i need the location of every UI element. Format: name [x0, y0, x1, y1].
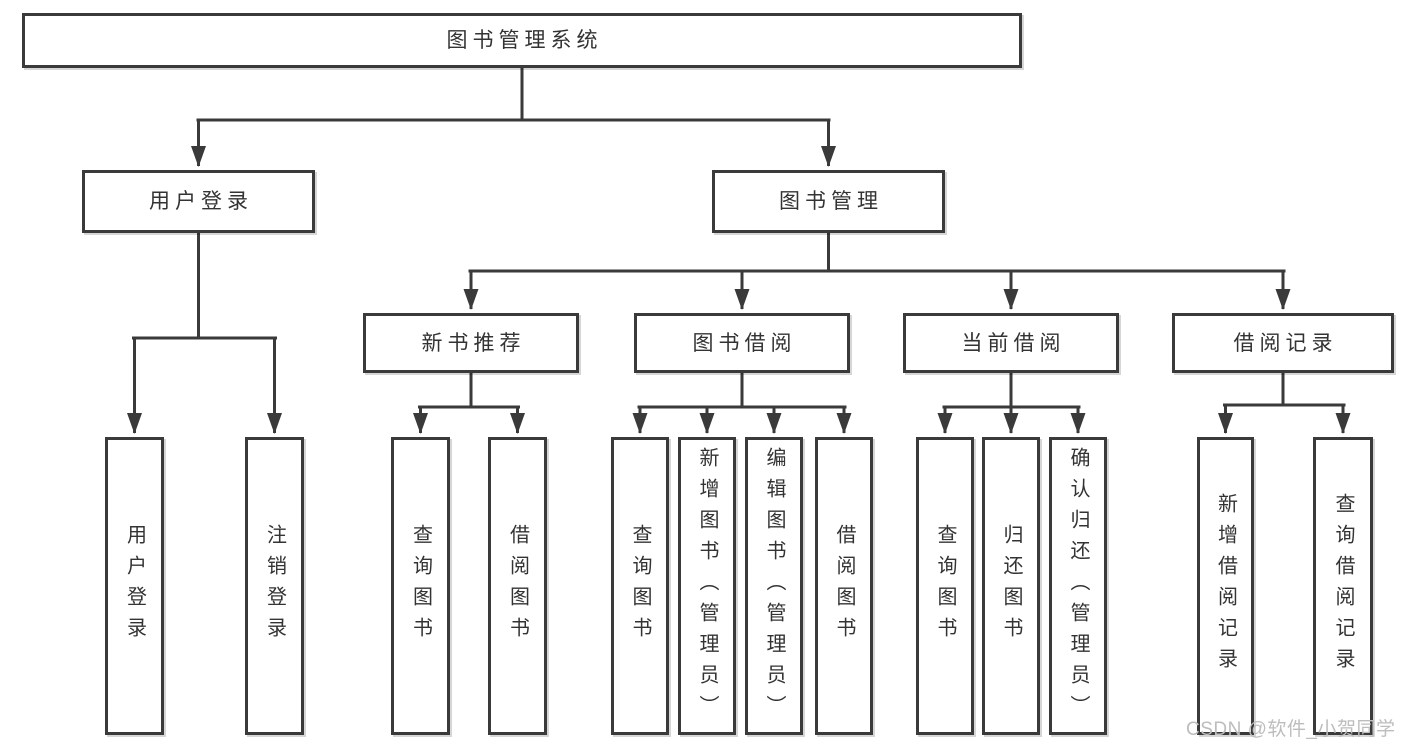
- connector-elbows: [132, 66, 1346, 409]
- node-current-borrow: 当前借阅: [903, 313, 1119, 373]
- node-label: 图书借阅: [692, 331, 797, 355]
- node-book-borrow: 图书借阅: [634, 313, 850, 373]
- node-borrow-records: 借阅记录: [1172, 313, 1394, 373]
- leaf-add-books-admin: 新增图书（管理员）: [678, 437, 736, 735]
- node-label: 新增图书（管理员）: [696, 446, 718, 726]
- csdn-watermark: CSDN @软件_小贺同学: [1186, 719, 1396, 740]
- node-label: 借阅图书: [506, 524, 529, 648]
- leaf-edit-books-admin: 编辑图书（管理员）: [745, 437, 803, 735]
- node-label: 查询借阅记录: [1332, 493, 1354, 679]
- node-label: 归还图书: [1000, 524, 1022, 648]
- leaf-user-login: 用户登录: [105, 437, 164, 735]
- node-label: 图书管理系统: [446, 29, 603, 52]
- leaf-query-books-2: 查询图书: [611, 437, 669, 735]
- node-label: 查询图书: [409, 524, 432, 648]
- leaf-query-books-3: 查询图书: [916, 437, 974, 735]
- leaf-add-borrow-record: 新增借阅记录: [1197, 437, 1254, 735]
- node-label: 确认归还（管理员）: [1067, 446, 1089, 726]
- node-label: 当前借阅: [961, 331, 1066, 355]
- leaf-query-books-1: 查询图书: [391, 437, 450, 735]
- leaf-logout-login: 注销登录: [245, 437, 304, 735]
- node-user-login: 用户登录: [82, 170, 315, 233]
- node-label: 用户登录: [123, 524, 146, 648]
- leaf-confirm-return-admin: 确认归还（管理员）: [1049, 437, 1107, 735]
- node-label: 用户登录: [149, 190, 253, 213]
- node-label: 借阅记录: [1233, 331, 1338, 355]
- node-label: 图书管理: [779, 190, 883, 213]
- leaf-borrow-books-1: 借阅图书: [488, 437, 547, 735]
- node-label: 借阅图书: [833, 524, 855, 648]
- leaf-borrow-books-2: 借阅图书: [815, 437, 873, 735]
- node-label: 注销登录: [263, 524, 286, 648]
- node-new-book-recommend: 新书推荐: [363, 313, 579, 373]
- node-label: 新书推荐: [421, 331, 526, 355]
- leaf-query-borrow-record: 查询借阅记录: [1313, 437, 1373, 735]
- node-label: 查询图书: [629, 524, 651, 648]
- leaf-return-books: 归还图书: [982, 437, 1040, 735]
- node-label: 新增借阅记录: [1214, 493, 1237, 679]
- node-label: 查询图书: [934, 524, 956, 648]
- node-label: 编辑图书（管理员）: [763, 446, 785, 726]
- node-book-management: 图书管理: [712, 170, 945, 233]
- node-library-management-system: 图书管理系统: [22, 13, 1022, 68]
